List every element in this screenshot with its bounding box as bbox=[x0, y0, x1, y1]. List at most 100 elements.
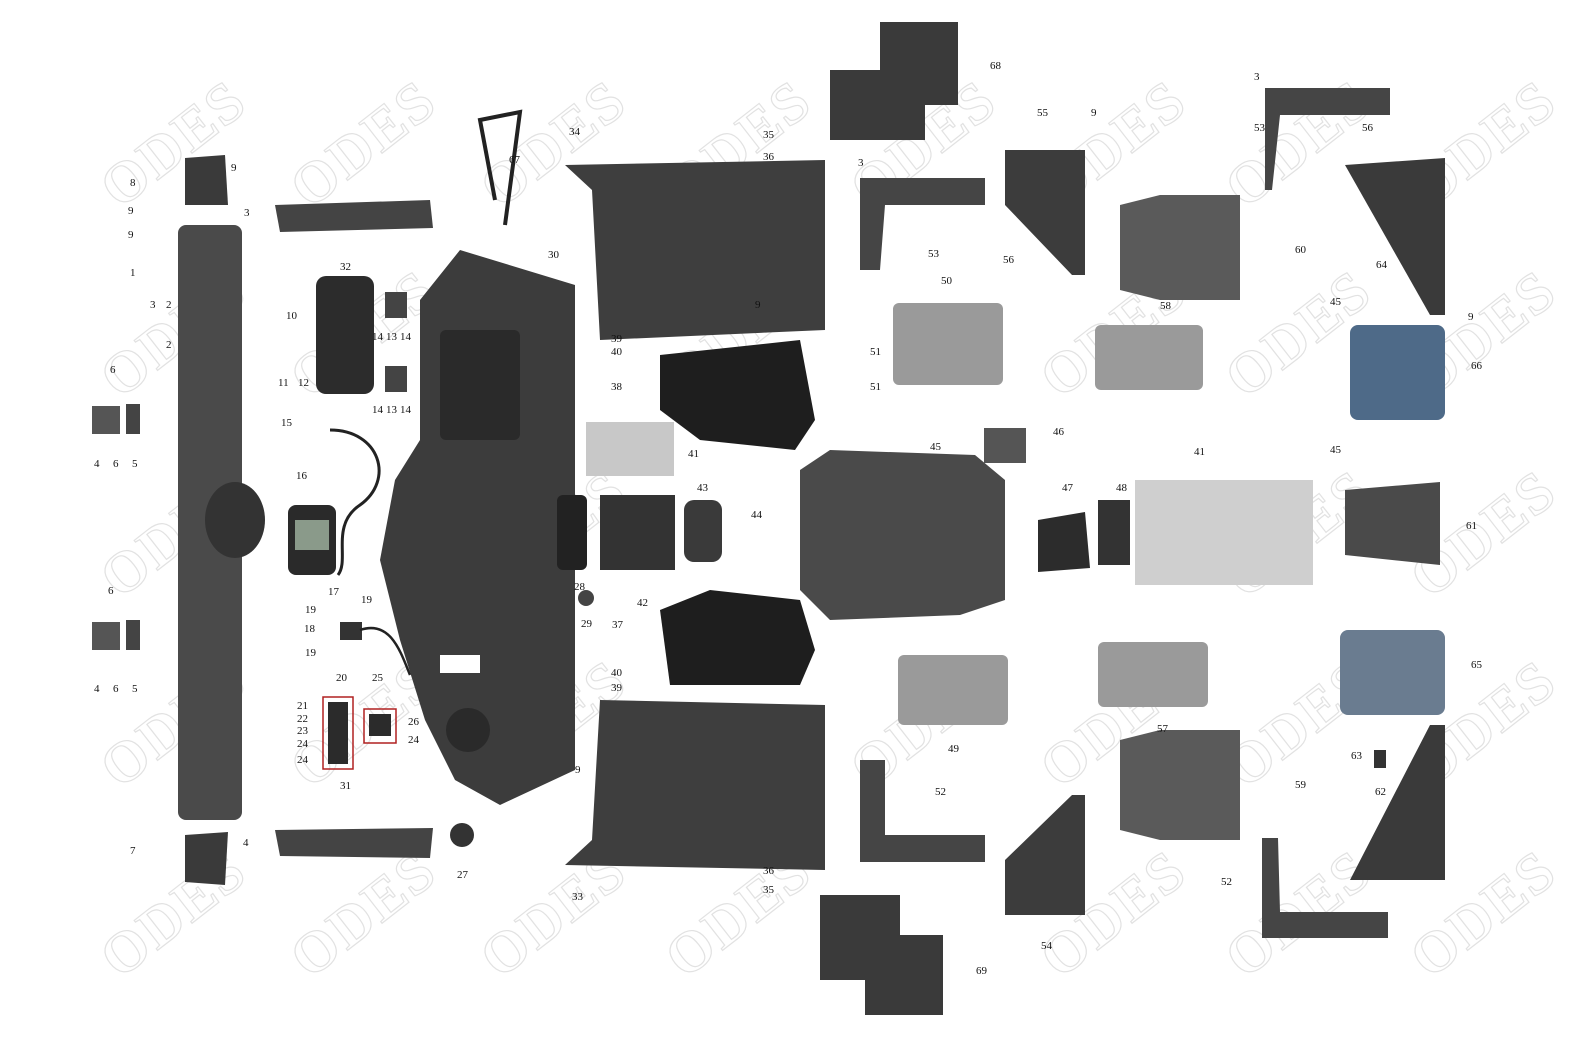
part-53-fender bbox=[860, 178, 985, 270]
callout-label: 13 bbox=[386, 331, 397, 343]
callout-label: 34 bbox=[569, 126, 580, 138]
callout-label: 24 bbox=[297, 738, 308, 750]
callout-label: 4 bbox=[243, 837, 249, 849]
callout-label: 55 bbox=[1037, 107, 1048, 119]
callout-label: 26 bbox=[408, 716, 419, 728]
callout-label: 58 bbox=[1160, 300, 1171, 312]
switch-panel-body bbox=[328, 702, 348, 764]
part-4-hinge bbox=[92, 406, 120, 434]
callout-label: 19 bbox=[305, 647, 316, 659]
part-49-plate bbox=[898, 655, 1008, 725]
part-43-cupholder bbox=[684, 500, 722, 562]
dash-vent bbox=[440, 330, 520, 440]
callout-label: 14 bbox=[372, 404, 383, 416]
callout-label: 22 bbox=[297, 713, 308, 725]
callout-label: 50 bbox=[941, 275, 952, 287]
callout-label: 3 bbox=[150, 299, 156, 311]
callout-label: 56 bbox=[1003, 254, 1014, 266]
part-44-floor bbox=[800, 450, 1005, 620]
callout-label: 12 bbox=[298, 377, 309, 389]
callout-label: 27 bbox=[457, 869, 468, 881]
callout-label: 6 bbox=[110, 364, 116, 376]
callout-label: 9 bbox=[231, 162, 237, 174]
callout-label: 54 bbox=[1041, 940, 1052, 952]
part-64-panel bbox=[1345, 158, 1445, 315]
callout-label: 28 bbox=[574, 581, 585, 593]
dash-gauge-hole bbox=[446, 708, 490, 752]
part-61-housing bbox=[1345, 482, 1440, 565]
callout-label: 60 bbox=[1295, 244, 1306, 256]
callout-label: 19 bbox=[361, 594, 372, 606]
callout-label: 20 bbox=[336, 672, 347, 684]
callout-label: 3 bbox=[244, 207, 250, 219]
part-53-fender-right bbox=[1265, 88, 1390, 190]
callout-label: 52 bbox=[1221, 876, 1232, 888]
callout-label: 32 bbox=[340, 261, 351, 273]
callout-label: 36 bbox=[763, 865, 774, 877]
part-27-cap bbox=[450, 823, 474, 847]
callout-label: 6 bbox=[113, 683, 119, 695]
part-30-dashboard bbox=[380, 250, 575, 805]
callout-label: 2 bbox=[166, 299, 172, 311]
callout-label: 48 bbox=[1116, 482, 1127, 494]
part-62-panel bbox=[1350, 725, 1445, 880]
part-59-seatbox bbox=[1120, 730, 1240, 840]
switch-box-body bbox=[369, 714, 391, 736]
callout-label: 10 bbox=[286, 310, 297, 322]
callout-label: 9 bbox=[575, 764, 581, 776]
part-14-hinge bbox=[385, 366, 407, 392]
callout-label: 45 bbox=[1330, 296, 1341, 308]
part-65-panel bbox=[1340, 630, 1445, 715]
callout-label: 31 bbox=[340, 780, 351, 792]
callout-label: 33 bbox=[572, 891, 583, 903]
callout-label: 64 bbox=[1376, 259, 1387, 271]
callout-label: 14 bbox=[400, 404, 411, 416]
part-25-switch-box bbox=[363, 708, 397, 744]
callout-label: 68 bbox=[990, 60, 1001, 72]
part-34-floor-front bbox=[565, 160, 825, 340]
part-29-plug bbox=[578, 590, 594, 606]
callout-label: 14 bbox=[372, 331, 383, 343]
part-46-bracket bbox=[984, 428, 1026, 463]
callout-label: 38 bbox=[611, 381, 622, 393]
callout-label: 9 bbox=[1468, 311, 1474, 323]
callout-label: 11 bbox=[278, 377, 289, 389]
part-5-plate bbox=[126, 404, 140, 434]
part-48-grille bbox=[1098, 500, 1130, 565]
callout-label: 5 bbox=[132, 683, 138, 695]
part-32-trim bbox=[275, 200, 433, 232]
part-10-glovebox-door bbox=[316, 276, 374, 394]
part-20-switch-panel bbox=[322, 696, 354, 770]
callout-label: 59 bbox=[1295, 779, 1306, 791]
callout-label: 49 bbox=[948, 743, 959, 755]
callout-label: 24 bbox=[297, 754, 308, 766]
part-28-panel bbox=[557, 495, 587, 570]
part-7-bracket bbox=[185, 832, 228, 885]
callout-label: 7 bbox=[130, 845, 136, 857]
callout-label: 4 bbox=[94, 683, 100, 695]
callout-label: 23 bbox=[297, 725, 308, 737]
part-67-bar bbox=[477, 109, 523, 226]
part-18-switch bbox=[340, 622, 362, 640]
callout-label: 46 bbox=[1053, 426, 1064, 438]
callout-label: 53 bbox=[928, 248, 939, 260]
callout-label: 15 bbox=[281, 417, 292, 429]
callout-label: 47 bbox=[1062, 482, 1073, 494]
callout-label: 9 bbox=[128, 205, 134, 217]
callout-label: 29 bbox=[581, 618, 592, 630]
callout-label: 63 bbox=[1351, 750, 1362, 762]
callout-label: 2 bbox=[166, 339, 172, 351]
callout-label: 52 bbox=[935, 786, 946, 798]
callout-label: 3 bbox=[858, 157, 864, 169]
callout-label: 66 bbox=[1471, 360, 1482, 372]
callout-label: 30 bbox=[548, 249, 559, 261]
part-47-cover bbox=[1038, 512, 1090, 572]
callout-label: 57 bbox=[1157, 723, 1168, 735]
part-68-mat bbox=[830, 22, 958, 140]
part-57-plate bbox=[1098, 642, 1208, 707]
callout-label: 35 bbox=[763, 884, 774, 896]
part-54-side-panel bbox=[1005, 795, 1085, 915]
callout-label: 53 bbox=[1254, 122, 1265, 134]
part-37-cover bbox=[660, 590, 815, 685]
